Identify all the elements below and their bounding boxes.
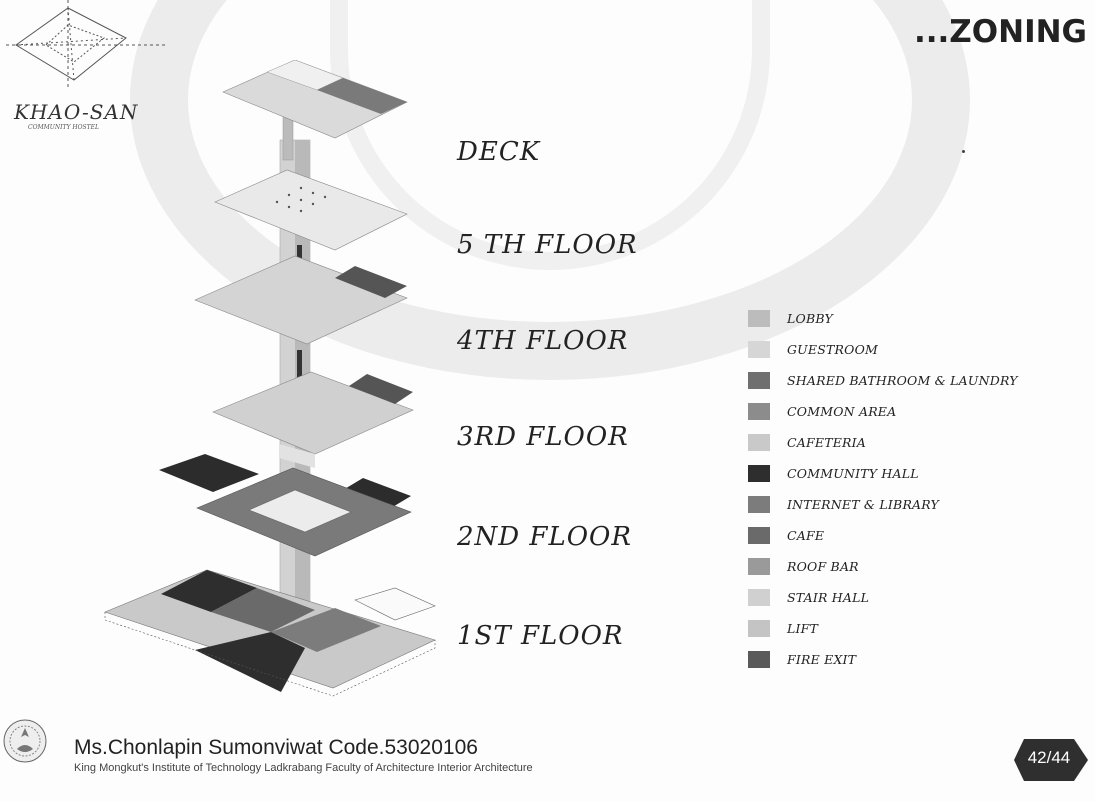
floor-plate-1st	[105, 570, 435, 696]
floor-label-2nd: 2ND FLOOR	[457, 522, 632, 552]
legend-label: ROOF BAR	[787, 559, 859, 574]
zoning-legend: LOBBY GUESTROOM SHARED BATHROOM & LAUNDR…	[748, 303, 1088, 675]
legend-label: LOBBY	[787, 311, 833, 326]
legend-swatch	[748, 341, 770, 358]
floor-plate-5th	[215, 170, 407, 250]
legend-item: ROOF BAR	[748, 551, 1088, 582]
legend-label: CAFE	[787, 528, 824, 543]
legend-label: INTERNET & LIBRARY	[787, 497, 939, 512]
page-number: 42/44	[1022, 748, 1076, 768]
logo-subtext: COMMUNITY HOSTEL	[28, 124, 99, 131]
legend-item: GUESTROOM	[748, 334, 1088, 365]
floor-label-5th: 5 TH FLOOR	[457, 230, 638, 260]
legend-label: CAFETERIA	[787, 435, 866, 450]
legend-swatch	[748, 434, 770, 451]
legend-swatch	[748, 465, 770, 482]
legend-label: SHARED BATHROOM & LAUNDRY	[787, 373, 1018, 388]
floor-label-deck: DECK	[457, 137, 540, 167]
legend-item: COMMON AREA	[748, 396, 1088, 427]
floor-label-1st: 1ST FLOOR	[457, 621, 623, 651]
legend-label: STAIR HALL	[787, 590, 869, 605]
page-title: ...ZONING	[914, 14, 1087, 50]
floor-stack-diagram	[95, 60, 455, 730]
legend-item: STAIR HALL	[748, 582, 1088, 613]
university-seal-icon	[2, 711, 48, 771]
legend-swatch	[748, 589, 770, 606]
legend-label: LIFT	[787, 621, 818, 636]
legend-label: GUESTROOM	[787, 342, 878, 357]
floor-label-3rd: 3RD FLOOR	[457, 422, 629, 452]
legend-item: FIRE EXIT	[748, 644, 1088, 675]
deck-plate	[223, 60, 407, 138]
legend-swatch	[748, 310, 770, 327]
dot-mark	[962, 150, 965, 153]
legend-item: CAFE	[748, 520, 1088, 551]
legend-item: INTERNET & LIBRARY	[748, 489, 1088, 520]
legend-label: COMMUNITY HALL	[787, 466, 919, 481]
institute-line: King Mongkut's Institute of Technology L…	[74, 762, 533, 774]
legend-swatch	[748, 558, 770, 575]
legend-item: LOBBY	[748, 303, 1088, 334]
legend-swatch	[748, 496, 770, 513]
legend-label: FIRE EXIT	[787, 652, 856, 667]
legend-swatch	[748, 620, 770, 637]
legend-item: LIFT	[748, 613, 1088, 644]
author-line: Ms.Chonlapin Sumonviwat Code.53020106	[74, 736, 478, 760]
legend-item: CAFETERIA	[748, 427, 1088, 458]
core-shaft-mark	[297, 350, 302, 380]
legend-swatch	[748, 651, 770, 668]
floor-plate-4th	[195, 256, 407, 344]
legend-swatch	[748, 403, 770, 420]
legend-item: SHARED BATHROOM & LAUNDRY	[748, 365, 1088, 396]
floor-label-4th: 4TH FLOOR	[457, 326, 628, 356]
legend-swatch	[748, 372, 770, 389]
floor-plate-3rd	[213, 372, 413, 468]
legend-swatch	[748, 527, 770, 544]
legend-label: COMMON AREA	[787, 404, 896, 419]
legend-item: COMMUNITY HALL	[748, 458, 1088, 489]
